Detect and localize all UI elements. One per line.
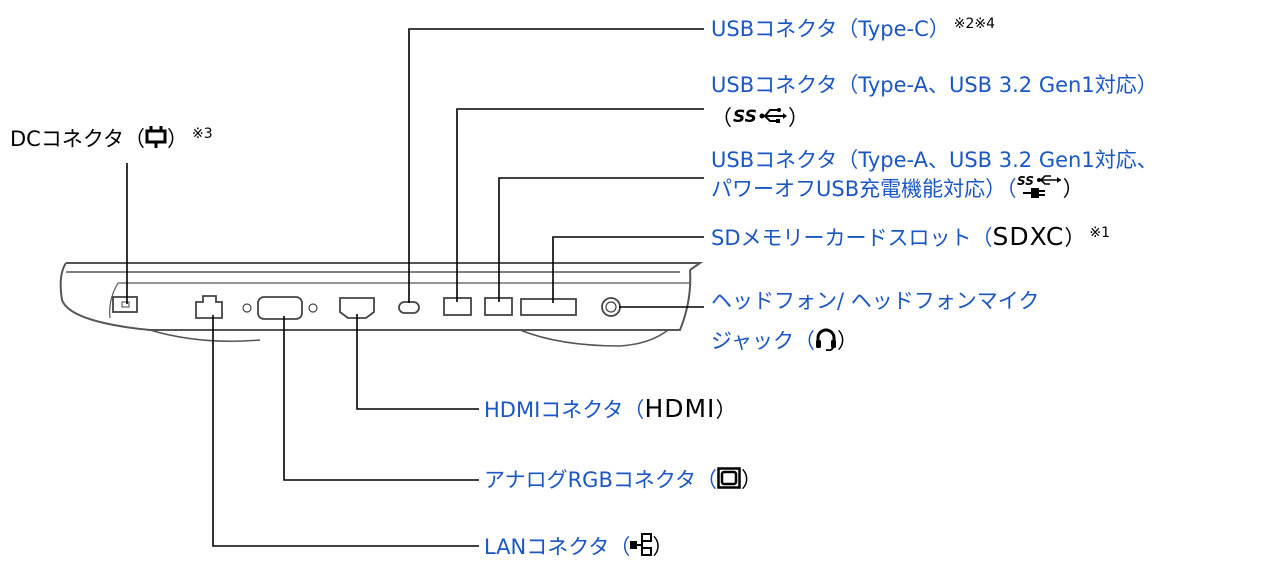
usb-a2-leader xyxy=(498,177,704,302)
sd-close-paren: ） xyxy=(1064,226,1086,250)
sd-leader xyxy=(552,236,704,303)
lan-close-paren: ） xyxy=(652,535,674,559)
svg-text:SS: SS xyxy=(1017,174,1034,188)
dc-connector-text: DCコネクタ（ xyxy=(10,127,145,151)
rgb-text: アナログRGBコネクタ（ xyxy=(484,468,718,492)
hdmi-logo: HDMI xyxy=(644,394,716,423)
hdmi-close-paren: ） xyxy=(715,398,737,422)
usb-a1-open-paren: （ xyxy=(711,106,732,130)
lan-connector-link[interactable]: LANコネクタ（ ） xyxy=(484,533,673,563)
laptop-outline xyxy=(59,262,704,347)
sd-slot xyxy=(520,298,577,316)
usb-a1-text: USBコネクタ（Type-A、USB 3.2 Gen1対応） xyxy=(711,73,1158,97)
usb-a1-connector-link[interactable]: USBコネクタ（Type-A、USB 3.2 Gen1対応） xyxy=(711,72,1158,98)
vga-monitor-icon xyxy=(717,467,741,495)
usb-c-connector-link[interactable]: USBコネクタ（Type-C）※2※4 xyxy=(711,16,995,45)
headphone-jack-link-line2[interactable]: ジャック（ ） xyxy=(711,327,858,357)
hdmi-text: HDMIコネクタ（ xyxy=(484,398,645,422)
usb-c-note: ※2※4 xyxy=(953,16,996,32)
lan-port xyxy=(195,295,223,319)
sd-slot-link[interactable]: SDメモリーカードスロット（SDXC）※1 xyxy=(711,224,1110,254)
usb-a1-close-paren: ） xyxy=(788,106,809,130)
headphone-jack-link[interactable]: ヘッドフォン/ ヘッドフォンマイク xyxy=(711,288,1039,314)
dc-port xyxy=(112,296,138,313)
leader-lines xyxy=(126,28,704,547)
headphone-text-line1: ヘッドフォン/ ヘッドフォンマイク xyxy=(711,289,1040,313)
rgb-leader xyxy=(283,316,479,481)
usb-a1-icon-line: （SS ） xyxy=(711,105,809,133)
sd-note: ※1 xyxy=(1089,225,1111,241)
lan-network-icon xyxy=(630,533,653,563)
hdmi-leader xyxy=(356,314,479,410)
usb-a2-connector-link[interactable]: USBコネクタ（Type-A、USB 3.2 Gen1対応、 パワーオフUSB充… xyxy=(711,147,1158,207)
headphone-text-line2: ジャック（ xyxy=(711,329,815,353)
headphone-close-paren: ） xyxy=(836,329,858,353)
laptop-lid-top xyxy=(66,262,704,271)
usb-c-text: USBコネクタ（Type-C） xyxy=(711,17,950,41)
usb-a1-leader xyxy=(456,108,704,302)
usb-a2-text-line1: USBコネクタ（Type-A、USB 3.2 Gen1対応、 xyxy=(711,148,1158,172)
sd-slot-text: SDメモリーカードスロット（ xyxy=(711,226,993,250)
svg-text:SS: SS xyxy=(733,107,757,127)
sdxc-logo: SDXC xyxy=(992,222,1065,251)
ports xyxy=(112,295,621,320)
hdmi-port xyxy=(339,297,375,319)
rgb-close-paren: ） xyxy=(741,468,763,492)
usb-superspeed-charge-icon: SS xyxy=(1017,173,1063,207)
lan-leader xyxy=(212,315,479,547)
usb-superspeed-icon: SS xyxy=(732,105,788,133)
laptop-base-outline xyxy=(59,262,692,331)
headset-icon xyxy=(815,327,837,357)
dc-connector-label: DCコネクタ（ ）※3 xyxy=(10,125,213,155)
usb-a2-close-paren: ） xyxy=(1062,177,1084,201)
hdmi-connector-link[interactable]: HDMIコネクタ（HDMI） xyxy=(484,396,736,423)
rgb-connector-link[interactable]: アナログRGBコネクタ（ ） xyxy=(484,467,762,495)
dc-close-paren: ） xyxy=(167,127,188,151)
rgb-port xyxy=(257,296,303,320)
headphone-jack xyxy=(601,297,621,317)
usb-c-port xyxy=(398,301,420,314)
usb-a2-text-line2: パワーオフUSB充電機能対応）（ xyxy=(711,177,1017,201)
dc-note: ※3 xyxy=(192,126,213,142)
usb-c-leader xyxy=(408,28,704,303)
dc-power-icon xyxy=(145,125,167,155)
lan-text: LANコネクタ（ xyxy=(484,535,631,559)
